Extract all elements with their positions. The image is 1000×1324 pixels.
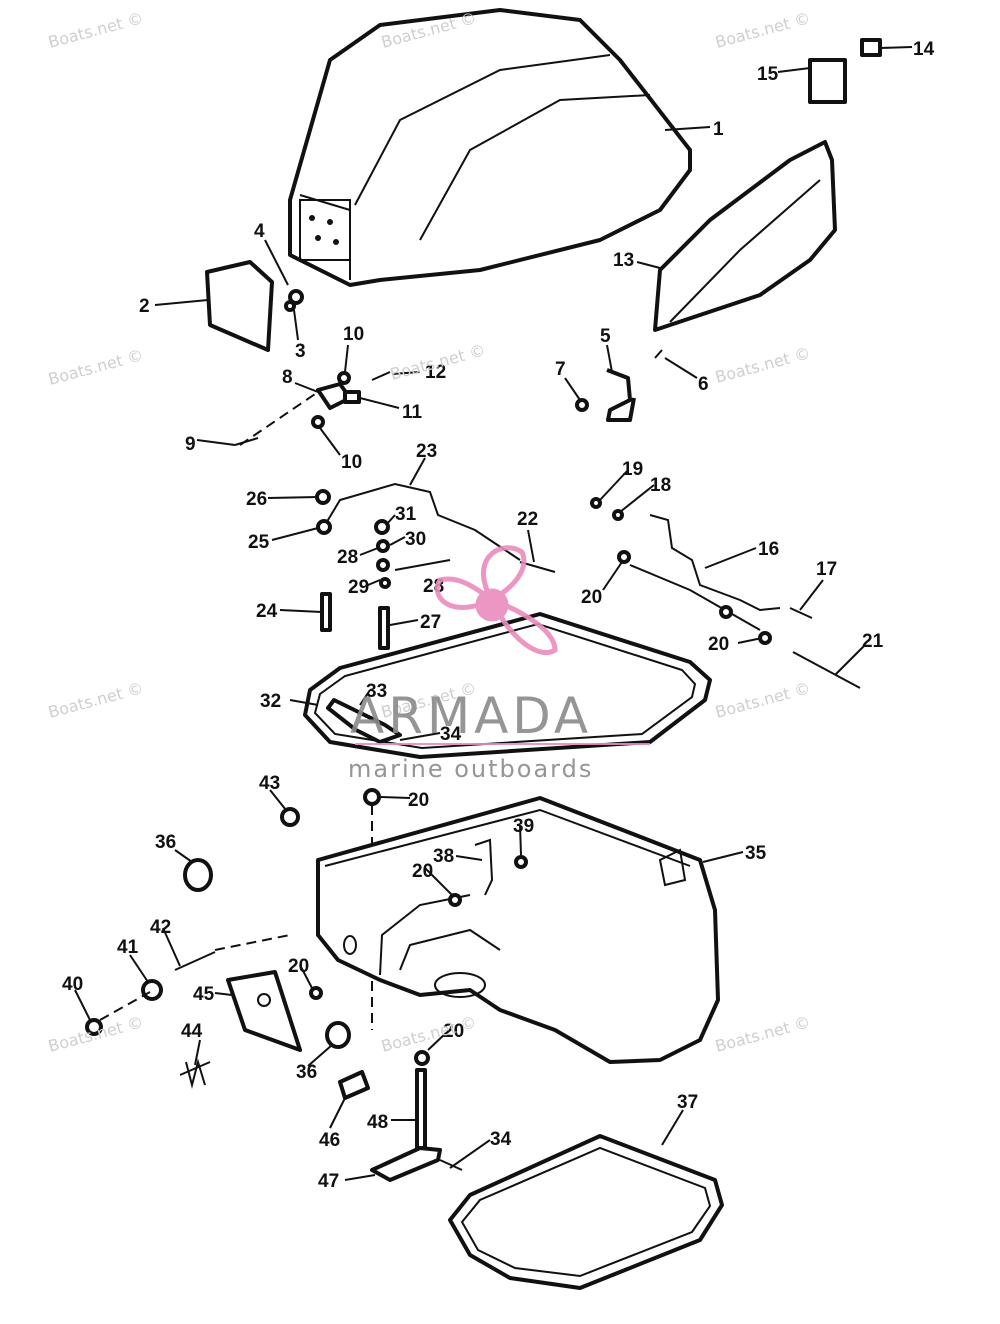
callout-23: 23 — [416, 441, 437, 462]
callout-38: 38 — [433, 846, 454, 867]
part-artwork — [85, 8, 882, 1290]
callout-27: 27 — [420, 612, 441, 633]
callout-13: 13 — [613, 250, 634, 271]
callout-8: 8 — [282, 367, 293, 388]
callout-24: 24 — [256, 601, 278, 622]
callout-11: 11 — [402, 402, 423, 423]
callout-9: 9 — [185, 434, 196, 455]
callout-36-b: 36 — [296, 1062, 317, 1083]
callout-20-e: 20 — [288, 956, 309, 977]
brand-name: ARMADA — [350, 687, 592, 745]
callout-2: 2 — [139, 296, 150, 317]
propeller-logo-icon — [434, 545, 558, 655]
callout-40: 40 — [62, 974, 83, 995]
watermark: Boats.net © — [46, 345, 145, 389]
callout-5: 5 — [600, 326, 611, 347]
callout-20-d: 20 — [412, 861, 433, 882]
callout-29: 29 — [348, 577, 369, 598]
callout-14: 14 — [913, 39, 935, 60]
callout-31: 31 — [395, 504, 417, 525]
callout-26: 26 — [246, 489, 267, 510]
callout-22: 22 — [517, 509, 538, 530]
callout-47: 47 — [318, 1171, 339, 1192]
callout-6: 6 — [698, 374, 709, 395]
callout-4: 4 — [254, 221, 265, 242]
callout-1: 1 — [713, 119, 724, 140]
watermark: Boats.net © — [713, 678, 812, 722]
callout-17: 17 — [816, 559, 837, 580]
callout-41: 41 — [117, 937, 139, 958]
callout-7: 7 — [555, 359, 566, 380]
callout-20-c: 20 — [408, 790, 429, 811]
callout-46: 46 — [319, 1130, 340, 1151]
callout-43: 43 — [259, 773, 280, 794]
brand-logo: ARMADA marine outboards — [348, 545, 650, 783]
callout-37: 37 — [677, 1092, 698, 1113]
callout-44: 44 — [181, 1021, 203, 1042]
brand-tagline: marine outboards — [348, 755, 593, 783]
callout-20-f: 20 — [443, 1021, 464, 1042]
leader-lines — [74, 46, 913, 1181]
callout-10-top: 10 — [343, 324, 364, 345]
watermark: Boats.net © — [713, 343, 812, 387]
callout-15: 15 — [757, 64, 779, 85]
callout-39: 39 — [513, 816, 534, 837]
callout-20-a: 20 — [581, 587, 602, 608]
watermark: Boats.net © — [713, 8, 812, 52]
callout-28-a: 28 — [337, 547, 358, 568]
callout-34-a: 34 — [440, 724, 462, 745]
watermark: Boats.net © — [46, 678, 145, 722]
callout-32: 32 — [260, 691, 281, 712]
callout-3: 3 — [295, 341, 306, 362]
watermark: Boats.net © — [46, 8, 145, 52]
callout-19: 19 — [622, 459, 643, 480]
callout-35: 35 — [745, 843, 767, 864]
callout-48: 48 — [367, 1112, 388, 1133]
callout-45: 45 — [193, 984, 215, 1005]
callout-33: 33 — [366, 681, 387, 702]
watermark: Boats.net © — [713, 1012, 812, 1056]
callout-36-a: 36 — [155, 832, 176, 853]
callout-42: 42 — [150, 917, 171, 938]
callout-30: 30 — [405, 529, 426, 550]
callout-25: 25 — [248, 532, 270, 553]
callout-16: 16 — [758, 539, 779, 560]
callout-34-b: 34 — [490, 1129, 512, 1150]
callout-20-b: 20 — [708, 634, 729, 655]
callout-18: 18 — [650, 475, 671, 496]
callout-21: 21 — [862, 631, 884, 652]
callout-10-bottom: 10 — [341, 452, 362, 473]
callout-12: 12 — [425, 362, 446, 383]
